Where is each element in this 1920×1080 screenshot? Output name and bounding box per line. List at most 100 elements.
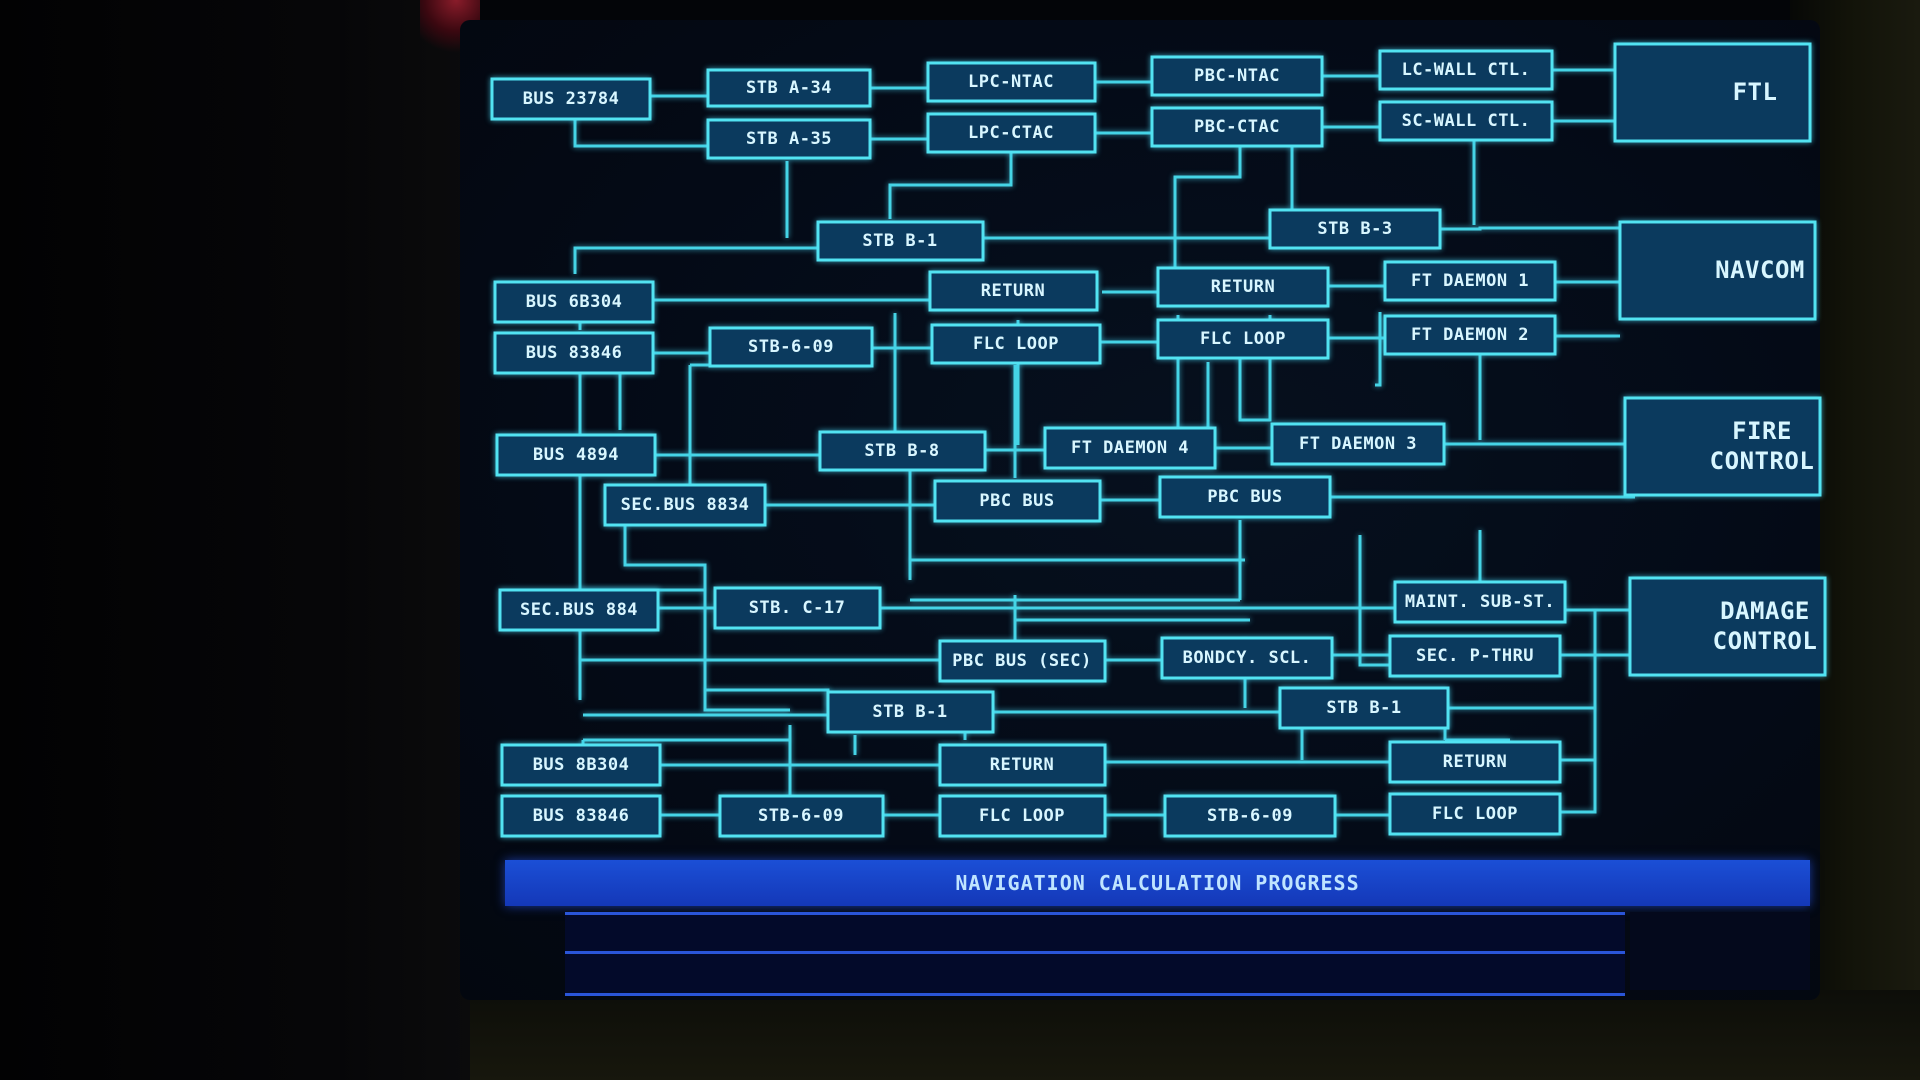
progress-divider: [565, 951, 1625, 954]
node-stb-a35[interactable]: STB A-35: [706, 118, 872, 160]
node-stb-6-09-bot1[interactable]: STB-6-09: [718, 794, 885, 838]
node-stb-6-09-top[interactable]: STB-6-09: [708, 326, 874, 368]
node-bus-23784[interactable]: BUS 23784: [490, 77, 652, 121]
node-lpc-ctac[interactable]: LPC-CTAC: [926, 112, 1097, 154]
svg-text:BUS 8B304: BUS 8B304: [533, 755, 630, 775]
svg-text:BUS 4894: BUS 4894: [533, 445, 619, 465]
svg-text:DAMAGE: DAMAGE: [1720, 597, 1810, 625]
node-ft-daemon-4[interactable]: FT DAEMON 4: [1043, 426, 1217, 470]
node-flc-loop-2[interactable]: FLC LOOP: [1156, 318, 1330, 360]
node-flc-loop-1[interactable]: FLC LOOP: [930, 323, 1102, 365]
node-return-3[interactable]: RETURN: [938, 743, 1107, 787]
node-ft-daemon-1[interactable]: FT DAEMON 1: [1383, 260, 1557, 302]
svg-text:STB B-8: STB B-8: [864, 441, 939, 461]
svg-text:SC-WALL CTL.: SC-WALL CTL.: [1402, 111, 1531, 131]
svg-text:FT DAEMON 4: FT DAEMON 4: [1071, 438, 1189, 458]
svg-text:CONTROL: CONTROL: [1713, 627, 1818, 655]
svg-text:SEC. P-THRU: SEC. P-THRU: [1416, 646, 1534, 666]
node-bus-83846-top[interactable]: BUS 83846: [493, 331, 655, 375]
svg-text:STB B-1: STB B-1: [862, 231, 937, 251]
node-bus-4894[interactable]: BUS 4894: [495, 433, 657, 477]
node-stb-c17[interactable]: STB. C-17: [713, 586, 882, 630]
svg-text:BUS 83846: BUS 83846: [533, 806, 630, 826]
svg-text:BUS 83846: BUS 83846: [526, 343, 623, 363]
component-boxes: BUS 23784 STB A-34 LPC-NTAC PBC-NTAC LC-…: [490, 42, 1827, 838]
node-pbc-ctac[interactable]: PBC-CTAC: [1150, 106, 1324, 148]
node-ftl[interactable]: FTL: [1613, 42, 1812, 143]
svg-text:FT DAEMON 1: FT DAEMON 1: [1411, 271, 1529, 291]
progress-title: NAVIGATION CALCULATION PROGRESS: [955, 871, 1360, 895]
svg-text:STB B-1: STB B-1: [1326, 698, 1401, 718]
svg-text:RETURN: RETURN: [990, 755, 1054, 775]
svg-text:STB-6-09: STB-6-09: [1207, 806, 1293, 826]
svg-text:FT DAEMON 3: FT DAEMON 3: [1299, 434, 1417, 454]
node-pbc-bus-sec[interactable]: PBC BUS (SEC): [938, 639, 1107, 683]
svg-text:STB B-3: STB B-3: [1317, 219, 1392, 239]
node-bus-6b304[interactable]: BUS 6B304: [493, 280, 655, 324]
svg-text:MAINT. SUB-ST.: MAINT. SUB-ST.: [1405, 592, 1555, 612]
svg-text:STB A-34: STB A-34: [746, 78, 832, 98]
node-pbc-ntac[interactable]: PBC-NTAC: [1150, 55, 1324, 97]
node-flc-loop-4[interactable]: FLC LOOP: [1388, 792, 1562, 836]
node-sec-bus-884[interactable]: SEC.BUS 884: [498, 588, 660, 632]
progress-bar: [565, 912, 1625, 996]
node-lpc-ntac[interactable]: LPC-NTAC: [926, 61, 1097, 103]
node-return-4[interactable]: RETURN: [1388, 740, 1562, 784]
svg-text:NAVCOM: NAVCOM: [1715, 256, 1805, 284]
svg-text:PBC BUS: PBC BUS: [979, 491, 1054, 511]
svg-text:SEC.BUS 8834: SEC.BUS 8834: [621, 495, 750, 515]
node-sec-p-thru[interactable]: SEC. P-THRU: [1388, 634, 1562, 678]
node-maint-sub-st[interactable]: MAINT. SUB-ST.: [1393, 580, 1567, 624]
node-bus-8b304[interactable]: BUS 8B304: [500, 743, 662, 787]
svg-text:FLC LOOP: FLC LOOP: [973, 334, 1059, 354]
node-stb-b1-right[interactable]: STB B-1: [1278, 686, 1450, 730]
node-pbc-bus-2[interactable]: PBC BUS: [1158, 475, 1332, 519]
svg-text:LPC-NTAC: LPC-NTAC: [968, 72, 1054, 92]
node-stb-b1-top[interactable]: STB B-1: [816, 220, 985, 262]
node-sec-bus-8834[interactable]: SEC.BUS 8834: [603, 483, 767, 527]
svg-text:STB-6-09: STB-6-09: [758, 806, 844, 826]
node-navcom[interactable]: NAVCOM: [1618, 220, 1817, 321]
svg-text:BUS 23784: BUS 23784: [523, 89, 620, 109]
svg-text:FTL: FTL: [1733, 78, 1778, 106]
node-return-2[interactable]: RETURN: [1156, 266, 1330, 308]
svg-text:RETURN: RETURN: [1443, 752, 1507, 772]
svg-text:STB A-35: STB A-35: [746, 129, 832, 149]
node-bondcy-scl[interactable]: BONDCY. SCL.: [1160, 636, 1334, 680]
node-pbc-bus-1[interactable]: PBC BUS: [933, 479, 1102, 523]
svg-text:PBC BUS (SEC): PBC BUS (SEC): [952, 651, 1092, 671]
svg-text:LC-WALL CTL.: LC-WALL CTL.: [1402, 60, 1531, 80]
svg-text:FLC LOOP: FLC LOOP: [1200, 329, 1286, 349]
node-sc-wall-ctl[interactable]: SC-WALL CTL.: [1378, 100, 1554, 142]
node-flc-loop-3[interactable]: FLC LOOP: [938, 794, 1107, 838]
node-stb-6-09-bot2[interactable]: STB-6-09: [1163, 794, 1337, 838]
svg-text:STB-6-09: STB-6-09: [748, 337, 834, 357]
node-lc-wall-ctl[interactable]: LC-WALL CTL.: [1378, 49, 1554, 91]
svg-text:FLC LOOP: FLC LOOP: [979, 806, 1065, 826]
svg-text:RETURN: RETURN: [1211, 277, 1275, 297]
node-stb-b8[interactable]: STB B-8: [818, 430, 987, 472]
svg-text:PBC BUS: PBC BUS: [1207, 487, 1282, 507]
node-stb-b3[interactable]: STB B-3: [1268, 208, 1442, 250]
node-return-1[interactable]: RETURN: [928, 270, 1099, 312]
node-ft-daemon-2[interactable]: FT DAEMON 2: [1383, 314, 1557, 356]
svg-text:FLC LOOP: FLC LOOP: [1432, 804, 1518, 824]
connection-lines: [573, 68, 1635, 817]
node-stb-a34[interactable]: STB A-34: [706, 68, 872, 108]
node-bus-83846-bot[interactable]: BUS 83846: [500, 794, 662, 838]
progress-title-bar: NAVIGATION CALCULATION PROGRESS: [505, 860, 1810, 906]
node-ft-daemon-3[interactable]: FT DAEMON 3: [1270, 422, 1446, 466]
svg-text:FT DAEMON 2: FT DAEMON 2: [1411, 325, 1529, 345]
svg-text:LPC-CTAC: LPC-CTAC: [968, 123, 1054, 143]
node-stb-b1-mid[interactable]: STB B-1: [826, 690, 995, 734]
bezel-bottom: [470, 990, 1920, 1080]
svg-text:SEC.BUS 884: SEC.BUS 884: [520, 600, 638, 620]
svg-text:PBC-NTAC: PBC-NTAC: [1194, 66, 1280, 86]
navigation-progress-panel: NAVIGATION CALCULATION PROGRESS: [505, 860, 1810, 996]
bezel-left: [0, 0, 470, 1080]
svg-text:CONTROL: CONTROL: [1710, 447, 1815, 475]
